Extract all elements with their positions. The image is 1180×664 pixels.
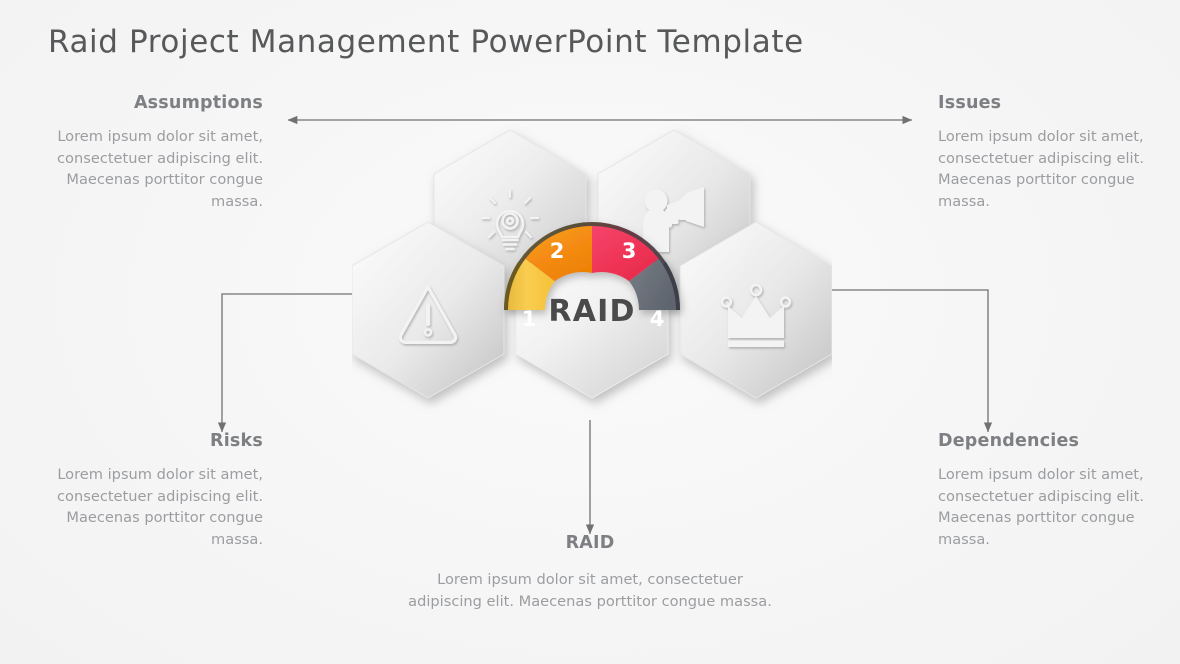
warning-triangle-icon	[398, 285, 458, 345]
lightbulb-gear-icon	[480, 188, 540, 251]
segment-4-number: 4	[650, 307, 665, 331]
assumptions-heading: Assumptions	[133, 93, 263, 113]
risks-heading: Risks	[210, 431, 263, 451]
raid-hex-diagram: 1 2 3 4 RAID	[352, 118, 832, 423]
block-raid: RAID Lorem ipsum dolor sit amet, consect…	[400, 533, 780, 612]
segment-3-arc[interactable]	[592, 226, 659, 282]
raid-heading: RAID	[565, 533, 615, 553]
segment-4-arc[interactable]	[629, 258, 676, 310]
raid-segment-ring	[503, 222, 681, 310]
issues-body: Lorem ipsum dolor sit amet, consectetuer…	[938, 128, 1144, 210]
connector-risks	[217, 293, 372, 433]
segment-3-number: 3	[622, 239, 637, 263]
block-dependencies: Dependencies Lorem ipsum dolor sit amet,…	[938, 431, 1166, 550]
assumptions-body: Lorem ipsum dolor sit amet, consectetuer…	[57, 128, 263, 210]
page-title: Raid Project Management PowerPoint Templ…	[48, 24, 804, 60]
segment-1-number: 1	[522, 307, 537, 331]
raid-body: Lorem ipsum dolor sit amet, consectetuer…	[408, 571, 772, 610]
connector-dependencies	[828, 289, 993, 433]
block-issues: Issues Lorem ipsum dolor sit amet, conse…	[938, 93, 1166, 212]
segment-2-number: 2	[550, 239, 565, 263]
segment-2-arc[interactable]	[525, 226, 592, 282]
dependencies-heading: Dependencies	[938, 431, 1080, 451]
block-risks: Risks Lorem ipsum dolor sit amet, consec…	[18, 431, 263, 550]
person-megaphone-icon	[643, 187, 704, 252]
risks-body: Lorem ipsum dolor sit amet, consectetuer…	[57, 466, 263, 548]
crown-icon	[720, 283, 792, 347]
center-raid-label: RAID	[548, 294, 635, 329]
issues-heading: Issues	[938, 93, 1002, 113]
block-assumptions: Assumptions Lorem ipsum dolor sit amet, …	[18, 93, 263, 212]
segment-1-arc[interactable]	[508, 258, 555, 310]
dependencies-body: Lorem ipsum dolor sit amet, consectetuer…	[938, 466, 1144, 548]
